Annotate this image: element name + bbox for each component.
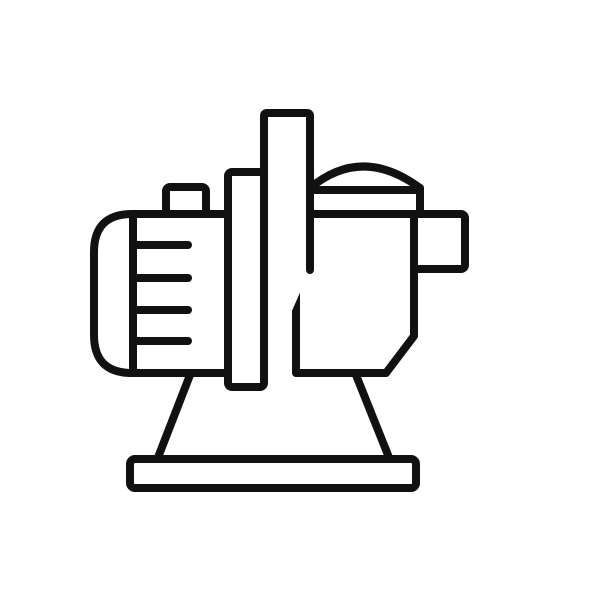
- motor-top-nub: [162, 183, 210, 218]
- stand-legs: [153, 371, 394, 464]
- base-plate: [126, 455, 420, 492]
- motor-body: [90, 210, 234, 377]
- flange-plate: [224, 168, 268, 391]
- vertical-pipe: [260, 109, 314, 378]
- outlet-pipe: [406, 210, 469, 273]
